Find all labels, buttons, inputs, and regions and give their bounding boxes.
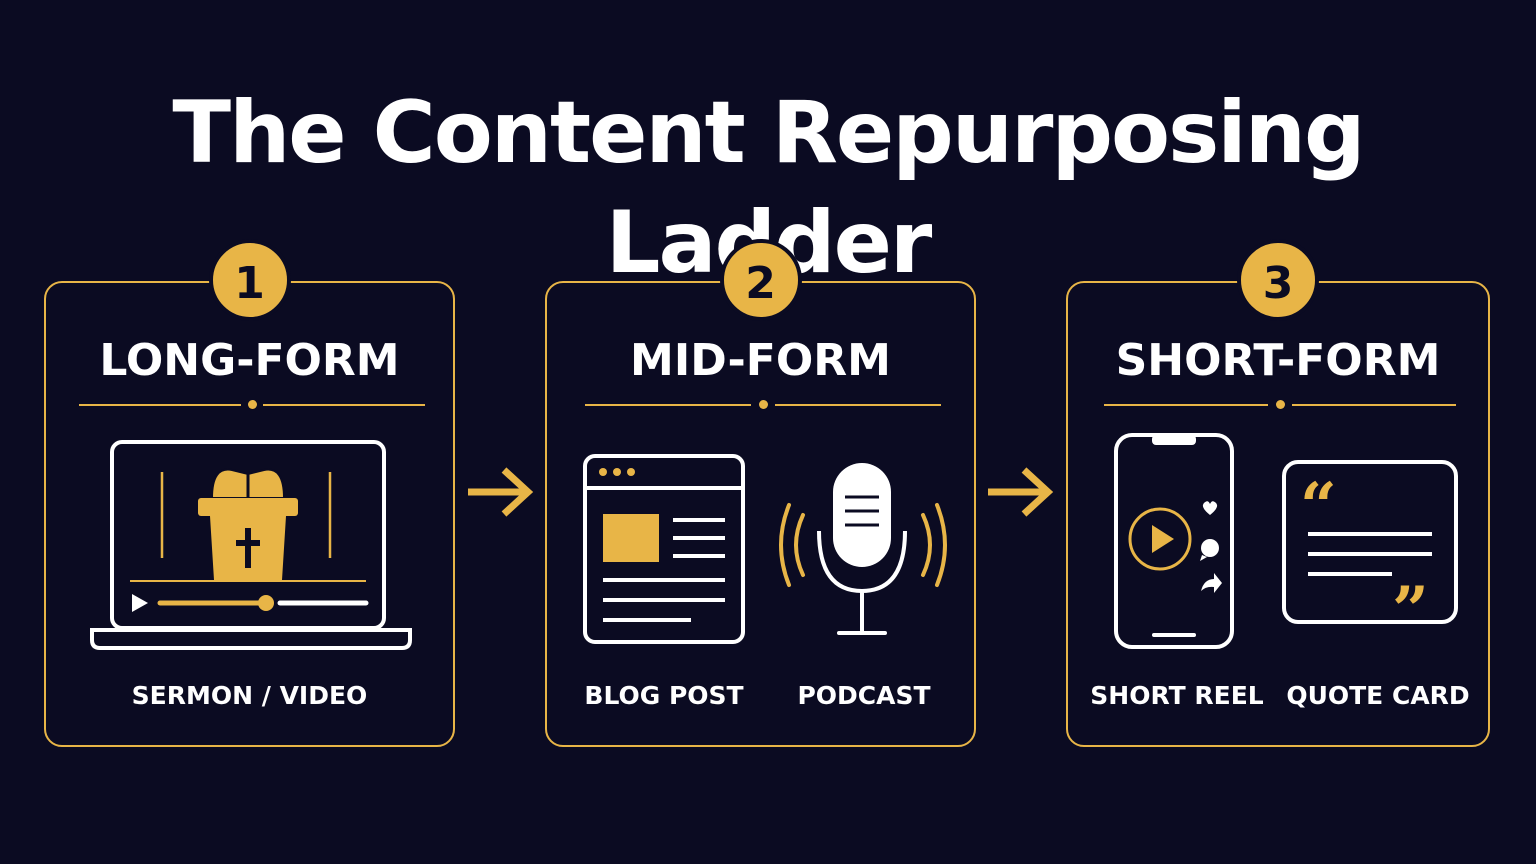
- step-heading: MID-FORM: [630, 335, 891, 386]
- item-label-quote-card: QUOTE CARD: [1286, 681, 1470, 710]
- step-panel-short-form: 3 SHORT-FORM “ ” SHORT REEL QUOTE CARD: [1066, 239, 1490, 747]
- heading-divider: [1104, 400, 1456, 409]
- heading-divider: [585, 400, 941, 409]
- item-label-short-reel: SHORT REEL: [1090, 681, 1264, 710]
- item-label-blog-post: BLOG POST: [584, 681, 744, 710]
- quote-card-icon: “ ”: [1282, 460, 1458, 648]
- step-heading: SHORT-FORM: [1115, 335, 1441, 386]
- item-label-podcast: PODCAST: [797, 681, 931, 710]
- step-panel-mid-form: 2 MID-FORM BLOG POST PODCAST: [545, 239, 976, 747]
- step-number-badge: 1: [208, 239, 291, 321]
- step-heading: LONG-FORM: [99, 335, 400, 386]
- svg-text:“: “: [1300, 469, 1337, 544]
- microphone-icon: [779, 463, 947, 635]
- step-number-badge: 2: [719, 239, 802, 321]
- step-number-badge: 3: [1237, 239, 1319, 321]
- heading-divider: [79, 400, 425, 409]
- browser-article-icon: [583, 454, 745, 644]
- laptop-sermon-video-icon: [90, 440, 412, 650]
- arrow-right-icon: [468, 467, 534, 517]
- step-panel-long-form: 1 LONG-FORM SERMON / VIDEO: [44, 239, 455, 747]
- phone-reel-icon: [1114, 433, 1234, 649]
- svg-text:”: ”: [1392, 573, 1429, 648]
- arrow-right-icon: [988, 467, 1054, 517]
- item-label-sermon-video: SERMON / VIDEO: [131, 681, 368, 710]
